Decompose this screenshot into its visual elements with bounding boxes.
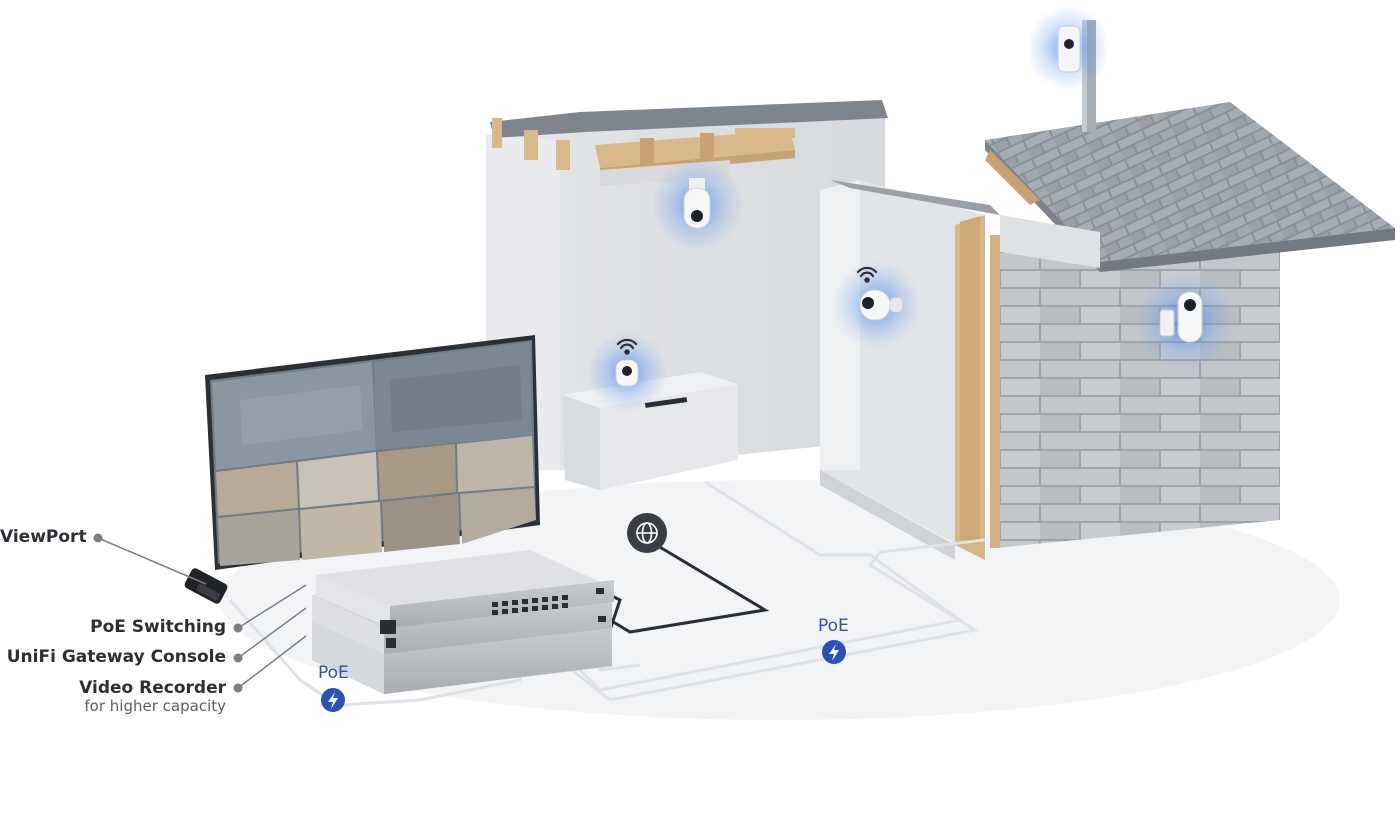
globe-icon xyxy=(627,513,667,553)
camera-house-bullet xyxy=(1135,272,1235,372)
camera-wall-wireless xyxy=(833,261,921,349)
label-poe-switching: PoE Switching xyxy=(90,617,226,637)
camera-ceiling-ptz xyxy=(651,159,743,251)
lightning-bolt-icon xyxy=(321,688,345,712)
lightning-bolt-icon xyxy=(822,640,846,664)
leader-dots xyxy=(93,533,243,693)
camera-pole-mount xyxy=(1026,6,1110,90)
poe-label-right: PoE xyxy=(818,616,849,636)
viewport-device xyxy=(184,568,228,604)
poe-cables xyxy=(228,480,986,707)
wifi-icon xyxy=(616,338,638,355)
label-video-recorder: Video Recorder xyxy=(79,678,226,698)
label-viewport: ViewPort xyxy=(0,527,87,547)
exterior-wall xyxy=(820,180,1000,560)
label-gateway-console: UniFi Gateway Console xyxy=(6,647,226,667)
poe-label-left: PoE xyxy=(318,663,349,683)
rack-stack xyxy=(312,550,614,694)
camera-cabinet-wireless xyxy=(587,332,667,412)
leader-lines xyxy=(97,537,307,689)
wifi-icon xyxy=(856,266,878,283)
viewport-monitor xyxy=(205,335,540,570)
label-video-recorder-sub: for higher capacity xyxy=(84,697,226,715)
